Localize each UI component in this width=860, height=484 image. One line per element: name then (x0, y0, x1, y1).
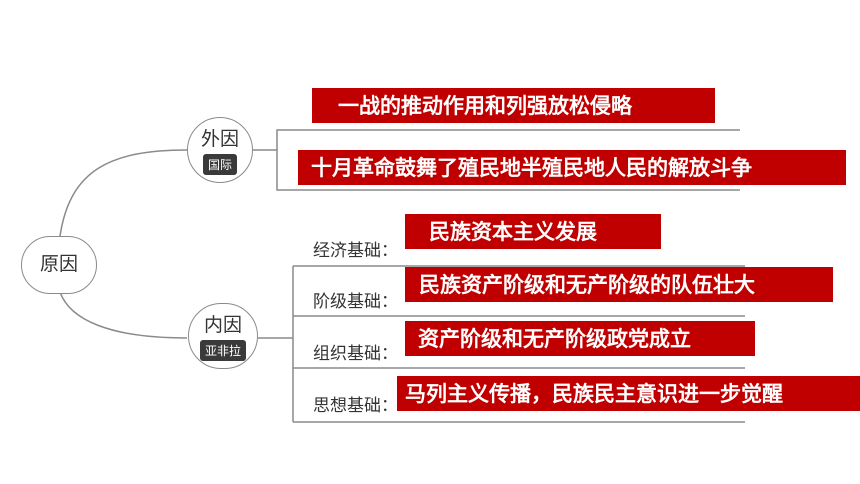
external-item-2: 十月革命鼓舞了殖民地半殖民地人民的解放斗争 (298, 150, 846, 185)
internal-item-1-label: 经济基础： (313, 241, 398, 261)
root-node: 原因 (21, 236, 97, 294)
internal-item-3-label: 组织基础： (313, 344, 398, 364)
internal-label: 内因 (203, 314, 242, 336)
external-badge: 国际 (202, 154, 237, 175)
internal-item-4-label: 思想基础： (313, 396, 398, 416)
internal-item-4-text: 马列主义传播，民族民主意识进一步觉醒 (397, 376, 860, 411)
root-label: 原因 (39, 253, 78, 275)
internal-item-3-text: 资产阶级和无产阶级政党成立 (405, 321, 755, 356)
connector-root-external (59, 149, 188, 237)
connector-external-2 (252, 149, 740, 191)
internal-item-2-text: 民族资产阶级和无产阶级的队伍壮大 (405, 267, 833, 302)
connector-root-internal (59, 291, 188, 339)
internal-item-1-text: 民族资本主义发展 (405, 214, 661, 249)
internal-item-2-label: 阶级基础： (313, 292, 398, 312)
external-label: 外因 (200, 128, 239, 150)
internal-badge: 亚非拉 (199, 340, 246, 361)
external-item-1: 一战的推动作用和列强放松侵略 (312, 88, 715, 123)
connector-external-1 (276, 129, 740, 150)
external-node: 外因 国际 (187, 117, 253, 183)
internal-node: 内因 亚非拉 (188, 303, 258, 369)
